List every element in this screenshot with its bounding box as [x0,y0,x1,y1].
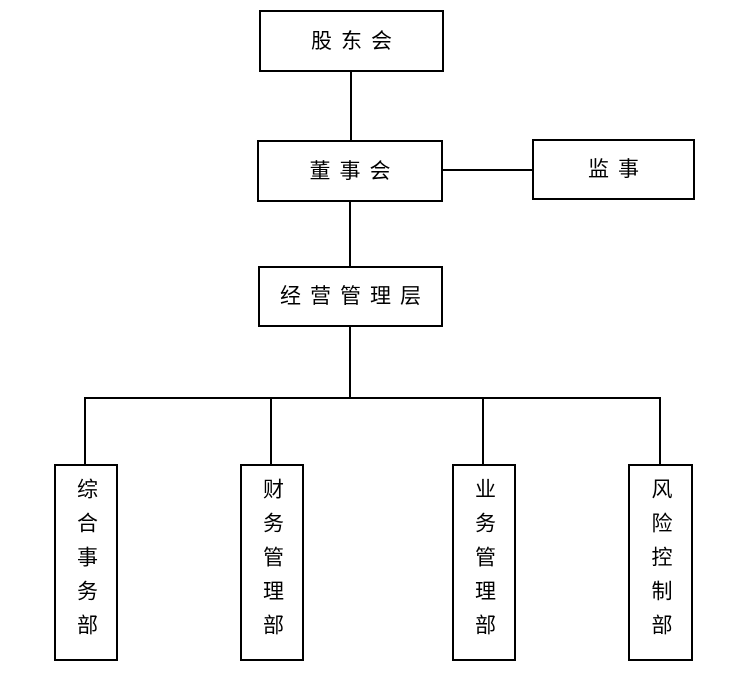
connector-branch-horizontal [84,397,661,399]
org-node-business-management-dept: 业务管理部 [452,464,516,661]
connector-branch-dept-general [84,399,86,464]
connector-shareholders-board [350,72,352,140]
connector-management-branch [349,327,351,397]
org-node-general-affairs-dept: 综合事务部 [54,464,118,661]
org-node-board-of-directors: 董事会 [257,140,443,202]
connector-branch-dept-business [482,399,484,464]
org-node-financial-management-dept: 财务管理部 [240,464,304,661]
connector-branch-dept-risk [659,399,661,464]
org-node-shareholders-meeting: 股东会 [259,10,444,72]
org-node-management-layer: 经营管理层 [258,266,443,327]
org-node-supervisor: 监事 [532,139,695,200]
connector-branch-dept-finance [270,399,272,464]
connector-board-supervisor [443,169,532,171]
org-node-risk-control-dept: 风险控制部 [628,464,693,661]
connector-board-management [349,202,351,266]
